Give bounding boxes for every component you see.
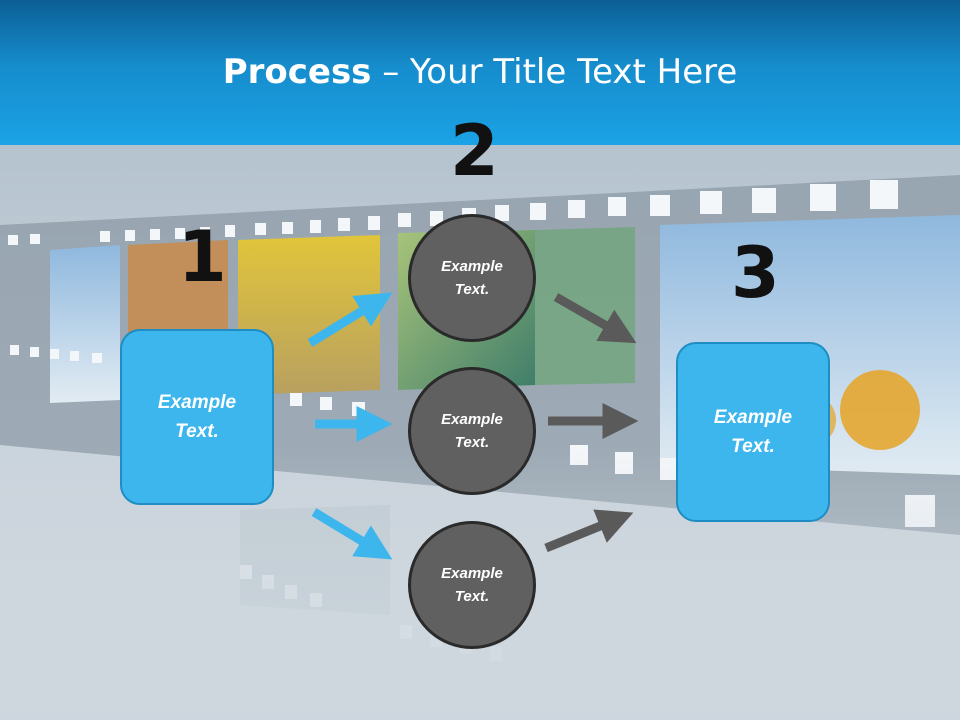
- circle-top-text: Example Text.: [441, 258, 503, 298]
- step-3-box: Example Text.: [676, 342, 830, 522]
- circle-middle-text: Example Text.: [441, 411, 503, 451]
- circle-bottom: Example Text.: [408, 521, 536, 649]
- circle-middle: Example Text.: [408, 367, 536, 495]
- arrow-bottom-to-3: [544, 509, 634, 553]
- step-number-2: 2: [450, 110, 499, 192]
- step-1-text: Example Text.: [157, 392, 237, 442]
- arrow-1-to-top: [307, 292, 393, 347]
- step-3-text: Example Text.: [713, 407, 793, 457]
- title-bold: Process: [222, 52, 372, 92]
- step-number-1: 1: [178, 216, 227, 298]
- circle-top: Example Text.: [408, 214, 536, 342]
- title-rest: – Your Title Text Here: [371, 52, 738, 92]
- circle-bottom-text: Example Text.: [441, 565, 503, 605]
- step-1-box: Example Text.: [120, 329, 274, 505]
- slide-title: Process – Your Title Text Here: [0, 52, 960, 92]
- arrow-top-to-3: [553, 293, 637, 344]
- arrow-1-to-bottom: [311, 508, 393, 560]
- step-number-3: 3: [731, 232, 780, 314]
- title-bar: Process – Your Title Text Here: [0, 0, 960, 145]
